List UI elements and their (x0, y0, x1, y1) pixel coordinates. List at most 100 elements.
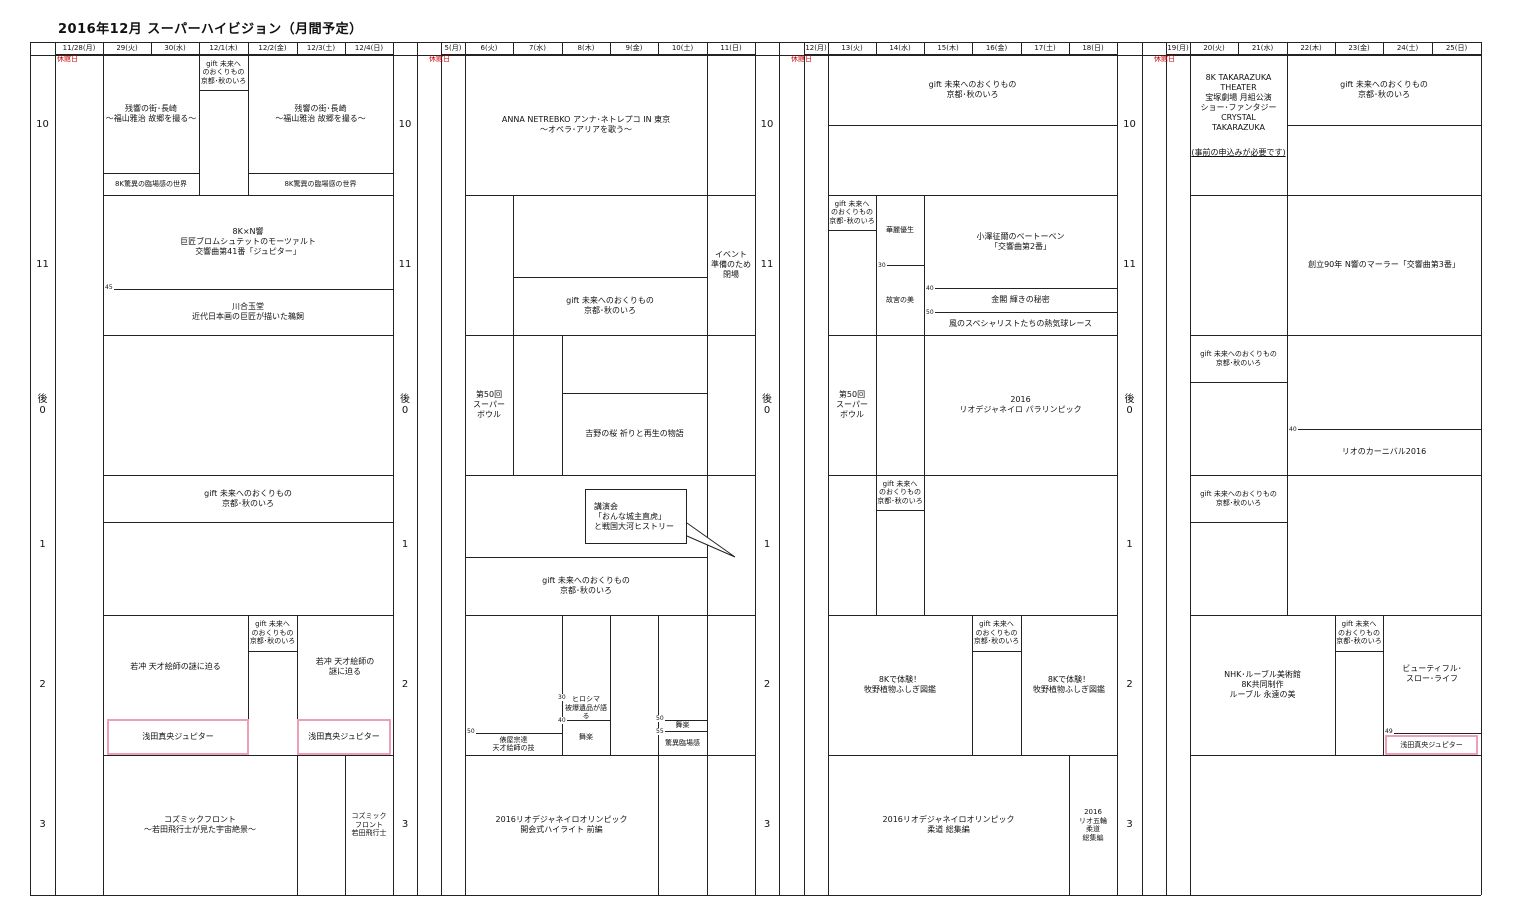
hour-label: 1 (1126, 539, 1133, 550)
day-header: 18(日) (1069, 42, 1117, 55)
day-header: 16(金) (972, 42, 1021, 55)
day-header: 13(火) (828, 42, 876, 55)
grid-line-vertical (513, 42, 514, 55)
program-gift-w2: gift 未来へのおくりもの 京都･秋のいろ (566, 296, 654, 315)
day-header: 22(木) (1287, 42, 1335, 55)
grid-line-vertical (393, 42, 394, 895)
grid-line-vertical (610, 42, 611, 55)
grid-line-vertical (1481, 42, 1482, 895)
program-ozawa: 小澤征爾のベートーベン 「交響曲第2番」 (976, 231, 1065, 251)
grid-line-horizontal (30, 55, 1481, 56)
program-kawai: 川合玉堂 近代日本画の巨匠が描いた鵜飼 (192, 302, 304, 321)
grid-line-vertical (1142, 42, 1143, 895)
program-yoshino: 吉野の桜 祈りと再生の物語 (585, 429, 684, 438)
time-marker: 30 (557, 694, 567, 701)
day-header: 12(月) (804, 42, 828, 55)
day-header: 5(月) (441, 42, 465, 55)
program-kahei: 華麗優生 (886, 225, 914, 234)
program-kaze: 風のスペシャリストたちの熱気球レース (948, 318, 1093, 328)
day-header: 8(木) (562, 42, 610, 55)
grid-line-vertical (972, 42, 973, 55)
day-header: 30(水) (151, 42, 199, 55)
time-marker: 50 (655, 715, 665, 722)
program-gift-w1: gift 未来へのおくりもの 京都･秋のいろ (204, 488, 292, 508)
grid-line-horizontal (1190, 382, 1287, 383)
grid-line-horizontal (1190, 755, 1481, 756)
grid-line-horizontal (465, 755, 755, 756)
program-jakuchu-1: 若冲 天才絵師の謎に迫る (130, 661, 221, 671)
hour-label: 1 (763, 539, 771, 550)
grid-line-horizontal (103, 195, 393, 196)
time-marker: 50 (925, 309, 935, 316)
grid-line-horizontal (1190, 195, 1481, 196)
hour-label: 10 (760, 119, 774, 130)
program-cosmic-2: コズミック フロント 若田飛行士 (351, 812, 387, 838)
day-header: 7(水) (513, 42, 562, 55)
grid-line-horizontal (248, 173, 393, 174)
program-cosmic-1: コズミックフロント ～若田飛行士が見た宇宙絶景～ (144, 815, 256, 834)
grid-line-horizontal (658, 720, 707, 721)
time-marker: 40 (925, 285, 935, 292)
time-marker: 49 (1384, 728, 1394, 735)
grid-line-vertical (1021, 615, 1022, 755)
grid-line-horizontal (30, 895, 1481, 896)
program-butai-2: 舞楽 (675, 721, 690, 730)
grid-line-vertical (297, 42, 298, 55)
page-title: 2016年12月 スーパーハイビジョン（月間予定） (58, 22, 363, 37)
program-asada-2: 浅田真央ジュピター (297, 719, 391, 755)
grid-line-horizontal (465, 733, 562, 734)
closed-day-label: 休館日 (791, 55, 812, 63)
grid-line-vertical (562, 42, 563, 55)
grid-line-horizontal (103, 335, 393, 336)
program-rio-open: 2016リオデジャネイロオリンピック 開会式ハイライト 前編 (495, 815, 628, 834)
grid-line-vertical (658, 755, 659, 895)
grid-line-horizontal (103, 289, 393, 290)
grid-line-vertical (1287, 42, 1288, 55)
grid-line-horizontal (465, 335, 755, 336)
grid-line-horizontal (1335, 651, 1383, 652)
hour-label: 11 (36, 259, 49, 270)
day-header: 11(日) (707, 42, 755, 55)
closed-day-label: 休館日 (57, 55, 78, 63)
grid-line-vertical (779, 42, 780, 895)
program-louvre: NHK･ルーブル美術館 8K共同制作 ルーブル 永遠の美 (1224, 670, 1301, 699)
program-gift-w4d: gift 未来へ のおくりもの 京都･秋のいろ (1336, 620, 1382, 646)
grid-line-vertical (1069, 42, 1070, 55)
day-header: 14(水) (876, 42, 924, 55)
grid-line-vertical (876, 42, 877, 55)
day-header: 6(火) (465, 42, 513, 55)
program-jakuchu-2: 若冲 天才絵師の 謎に迫る (315, 656, 375, 676)
grid-line-horizontal (465, 475, 755, 476)
grid-line-vertical (248, 55, 249, 195)
program-superbowl-1: 第50回 スーパー ボウル (473, 390, 505, 419)
program-gift-w3b: gift 未来へ のおくりもの 京都･秋のいろ (829, 199, 875, 225)
grid-line-vertical (1287, 335, 1288, 475)
closed-day-label: 休館日 (1154, 55, 1175, 63)
hour-label: 後 0 (400, 394, 410, 416)
program-tawaraya: 俵屋宗達 天才絵師の技 (492, 735, 535, 753)
grid-line-horizontal (1287, 125, 1481, 126)
grid-line-vertical (1383, 42, 1384, 55)
grid-line-vertical (1432, 42, 1433, 55)
day-header: 17(土) (1021, 42, 1069, 55)
grid-line-horizontal (103, 475, 393, 476)
program-asada-3: 浅田真央ジュピター (1385, 735, 1478, 755)
grid-line-vertical (199, 55, 200, 195)
hour-label: 2 (39, 679, 46, 690)
grid-line-horizontal (465, 557, 707, 558)
grid-line-vertical (465, 42, 466, 895)
program-kyoi: 驚異臨場感 (665, 738, 700, 747)
grid-line-vertical (562, 615, 563, 755)
hour-label: 11 (398, 259, 412, 270)
program-gift-w3: gift 未来へのおくりもの 京都･秋のいろ (928, 80, 1017, 99)
grid-line-horizontal (248, 651, 297, 652)
time-marker: 40 (557, 717, 567, 724)
grid-line-vertical (876, 475, 877, 615)
grid-line-vertical (1021, 42, 1022, 55)
hour-label: 3 (763, 819, 771, 830)
hour-label: 10 (398, 119, 412, 130)
program-anna: ANNA NETREBKO アンナ･ネトレプコ IN 東京 ～オペラ･アリアを歌… (501, 115, 671, 134)
grid-line-vertical (151, 42, 152, 55)
hour-label: 3 (39, 819, 46, 830)
program-zankyo-2: 残響の街･長崎 ～福山雅治 故郷を撮る～ (275, 104, 366, 123)
